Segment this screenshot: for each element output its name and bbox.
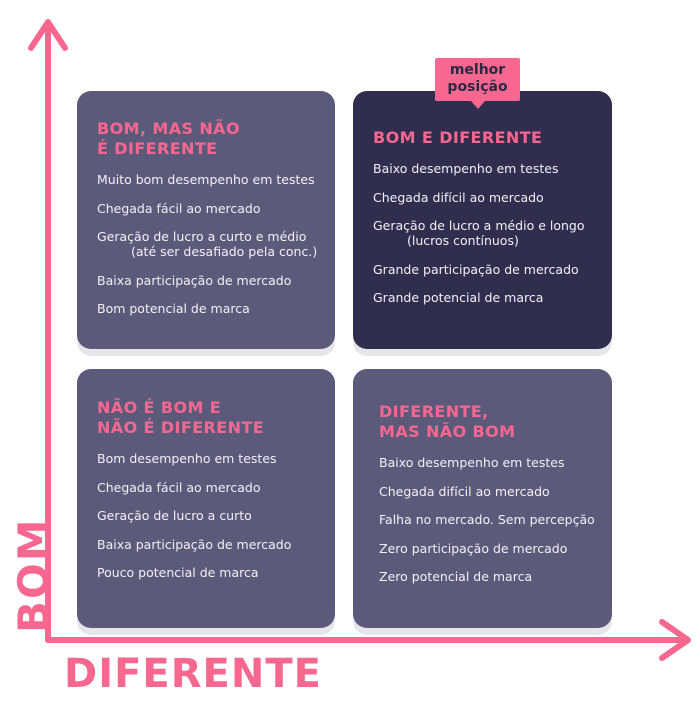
quadrant-good-and-different: BOM E DIFERENTE Baixo desempenho em test… bbox=[353, 91, 612, 349]
list-item: Chegada fácil ao mercado bbox=[97, 200, 261, 216]
quadrant-good-not-different: BOM, MAS NÃO É DIFERENTE Muito bom desem… bbox=[77, 91, 335, 349]
y-axis-label: BOM bbox=[9, 517, 58, 633]
x-axis-label: DIFERENTE bbox=[64, 651, 322, 697]
list-item: Baixo desempenho em testes bbox=[379, 455, 565, 470]
list-item: Grande potencial de marca bbox=[373, 290, 544, 305]
list-item: Chegada difícil ao mercado bbox=[379, 483, 550, 499]
list-item: Zero participação de mercado bbox=[379, 540, 568, 556]
list-item: Muito bom desempenho em testes bbox=[97, 172, 315, 187]
list-item: Bom potencial de marca bbox=[97, 301, 250, 316]
list-item: Geração de lucro a curto bbox=[97, 508, 252, 523]
list-item: Bom desempenho em testes bbox=[97, 451, 277, 466]
quadrant-different-not-good: DIFERENTE, MAS NÃO BOM Baixo desempenho … bbox=[353, 369, 612, 628]
list-item: Chegada difícil ao mercado bbox=[373, 189, 544, 205]
list-item: Falha no mercado. Sem percepção bbox=[379, 512, 595, 527]
list-item: Pouco potencial de marca bbox=[97, 565, 259, 580]
quadrant-list: Baixo desempenho em testes Chegada difíc… bbox=[379, 455, 595, 598]
list-item-subtext: (lucros contínuos) bbox=[407, 233, 519, 248]
quadrant-list: Baixo desempenho em testes Chegada difíc… bbox=[373, 161, 585, 319]
quadrant-not-good-not-different: NÃO É BOM E NÃO É DIFERENTE Bom desempen… bbox=[77, 369, 335, 628]
quadrant-list: Muito bom desempenho em testes Chegada f… bbox=[97, 172, 317, 330]
list-item: Geração de lucro a médio e longo (lucros… bbox=[373, 218, 585, 248]
best-position-badge: melhor posição bbox=[435, 58, 520, 109]
quadrant-title: BOM E DIFERENTE bbox=[373, 128, 543, 147]
list-item: Zero potencial de marca bbox=[379, 569, 533, 584]
list-item: Chegada fácil ao mercado bbox=[97, 479, 261, 495]
quadrant-title: NÃO É BOM E NÃO É DIFERENTE bbox=[97, 398, 265, 437]
y-axis-arrow bbox=[28, 19, 68, 643]
list-item: Geração de lucro a curto e médio (até se… bbox=[97, 229, 318, 259]
x-axis-arrow bbox=[45, 619, 691, 661]
quadrant-list: Bom desempenho em testes Chegada fácil a… bbox=[97, 451, 291, 594]
quadrant-title: DIFERENTE, MAS NÃO BOM bbox=[379, 402, 516, 441]
list-item: Baixa participação de mercado bbox=[97, 272, 292, 288]
quadrant-title: BOM, MAS NÃO É DIFERENTE bbox=[97, 119, 240, 158]
list-item: Baixa participação de mercado bbox=[97, 536, 292, 552]
list-item: Baixo desempenho em testes bbox=[373, 161, 559, 176]
list-item: Grande participação de mercado bbox=[373, 261, 579, 277]
list-item-subtext: (até ser desafiado pela conc.) bbox=[131, 244, 318, 259]
